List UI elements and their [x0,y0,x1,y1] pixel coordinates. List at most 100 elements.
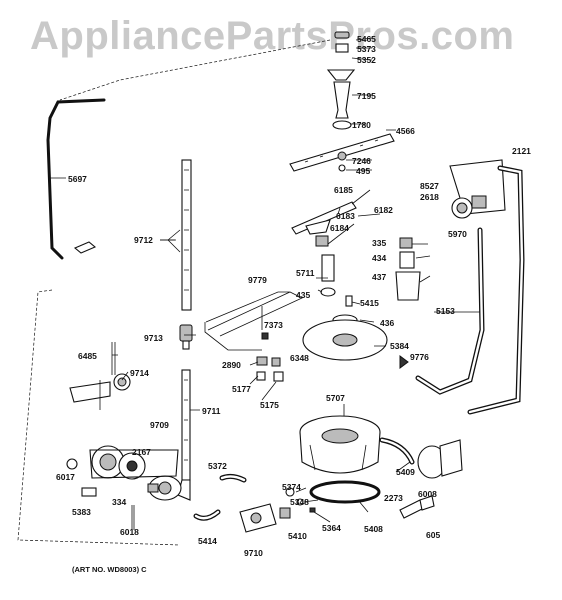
part-6485-rod [111,342,116,375]
label-9779: 9779 [248,275,267,285]
label-9712: 9712 [134,235,153,245]
part-605 [419,495,435,511]
part-334 [147,483,159,493]
label-5348: 5348 [290,497,309,507]
part-495 [338,164,346,172]
part-5970 [471,195,487,209]
label-436: 436 [380,318,395,328]
label-434: 434 [372,253,387,263]
label-9713: 9713 [144,333,163,343]
part-9713-fitting [179,324,193,350]
part-9712-pipe [160,159,192,311]
label-334: 334 [112,497,127,507]
part-5415 [345,295,353,307]
part-9711-pipe [177,369,191,501]
label-6348: 6348 [290,353,309,363]
label-9709: 9709 [150,420,169,430]
part-5364 [309,507,316,513]
label-6018: 6018 [120,527,139,537]
part-5374 [285,487,295,497]
label-5374: 5374 [282,482,301,492]
label-9710: 9710 [244,548,263,558]
part-9779-heater [204,291,303,351]
part-6182-leader [327,223,355,245]
label-437: 437 [372,272,387,282]
part-7195 [333,81,351,119]
label-5372: 5372 [208,461,227,471]
part-1780 [332,120,352,130]
label-6184: 6184 [330,223,349,233]
label-5415: 5415 [360,298,379,308]
label-2273: 2273 [384,493,403,503]
part-6017 [66,458,78,470]
part-5384-sump-cover [302,319,388,361]
label-6017: 6017 [56,472,75,482]
label-5177: 5177 [232,384,251,394]
label-7373: 7373 [264,320,283,330]
part-6348 [271,357,281,367]
part-5410 [279,507,291,519]
label-5970: 5970 [448,229,467,239]
part-434 [399,251,415,269]
label-605: 605 [426,530,441,540]
label-5364: 5364 [322,523,341,533]
label-5175: 5175 [260,400,279,410]
part-5373 [335,43,349,53]
label-5408: 5408 [364,524,383,534]
label-6185: 6185 [334,185,353,195]
part-435 [320,287,336,297]
label-5465: 5465 [357,34,376,44]
label-5697: 5697 [68,174,87,184]
part-5697-tube [46,98,106,260]
label-5383: 5383 [72,507,91,517]
label-335: 335 [372,238,387,248]
part-9710-valve [239,503,277,533]
label-7246: 7246 [352,156,371,166]
label-6485: 6485 [78,351,97,361]
label-6183: 6183 [336,211,355,221]
part-7373 [261,332,269,340]
label-5352: 5352 [357,55,376,65]
label-9776: 9776 [410,352,429,362]
part-9709-pump [89,445,182,501]
part-5408-clamp [309,480,381,504]
part-335 [399,237,413,249]
label-2890: 2890 [222,360,241,370]
part-5177 [256,371,266,381]
label-2121: 2121 [512,146,531,156]
label-2618: 2618 [420,192,439,202]
part-5465 [334,31,350,39]
label-5384: 5384 [390,341,409,351]
label-6182: 6182 [374,205,393,215]
label-435: 435 [296,290,311,300]
label-5410: 5410 [288,531,307,541]
part-9714-bracket [69,373,131,410]
label-1780: 1780 [352,120,371,130]
part-6008-motor [417,439,463,479]
label-5707: 5707 [326,393,345,403]
part-9776 [399,355,409,369]
label-4566: 4566 [396,126,415,136]
part-5348 [296,498,304,506]
label-8527: 8527 [420,181,439,191]
label-9711: 9711 [202,406,221,416]
part-7246 [337,151,347,161]
label-2167: 2167 [132,447,151,457]
part-6018 [131,505,135,530]
label-5373: 5373 [357,44,376,54]
watermark: AppliancePartsPros.com [30,14,515,58]
part-5409-hose [379,437,415,465]
part-5352 [326,69,356,81]
part-5383 [81,487,97,497]
part-5175 [273,371,284,382]
part-437 [395,271,421,301]
part-6183 [305,219,331,235]
label-5414: 5414 [198,536,217,546]
part-5707-sump [299,415,381,474]
part-6184 [315,235,329,247]
label-7195: 7195 [357,91,376,101]
label-5153: 5153 [436,306,455,316]
label-495: 495 [356,166,371,176]
